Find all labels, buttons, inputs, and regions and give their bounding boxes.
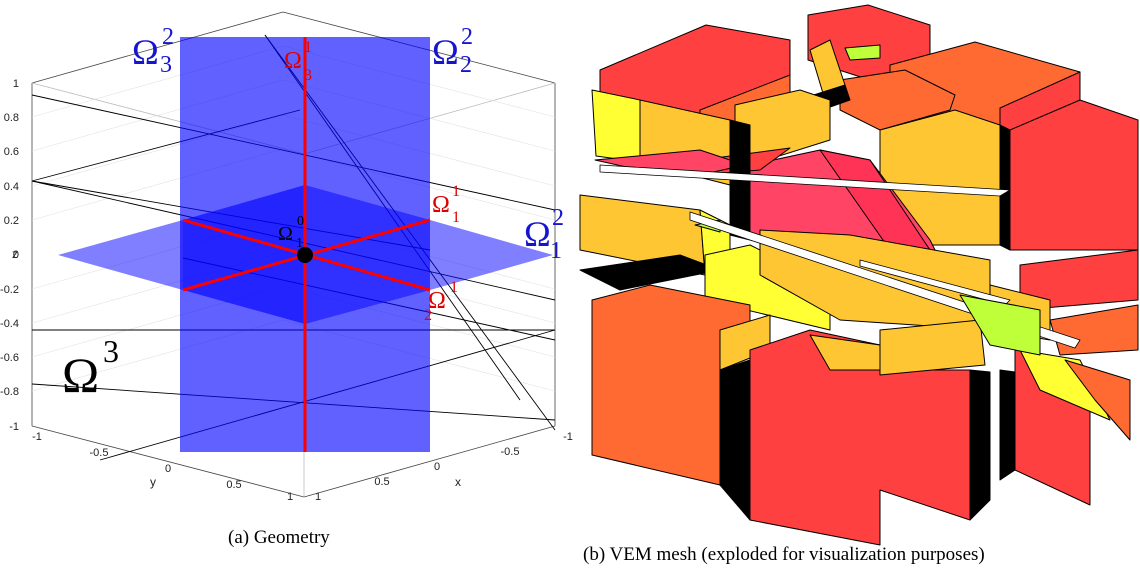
plane-vertical-diag bbox=[183, 185, 305, 324]
y-tick: -0.5 bbox=[90, 447, 109, 459]
z-tick: -0.2 bbox=[0, 284, 19, 296]
shadow-slab bbox=[999, 369, 1016, 481]
z-tick: -0.4 bbox=[0, 318, 19, 330]
omega-sup: 2 bbox=[552, 205, 564, 231]
mesh-cell bbox=[1064, 359, 1131, 441]
z-tick: -0.6 bbox=[0, 352, 19, 364]
omega1-1-label: Ω 1 1 bbox=[432, 183, 460, 226]
mesh-cell bbox=[1049, 304, 1139, 356]
z-tick: 1 bbox=[13, 78, 19, 90]
omega2-2-label: Ω 2 2 bbox=[432, 24, 473, 78]
mesh-cell bbox=[844, 44, 881, 61]
omega3-label: Ω 3 bbox=[62, 333, 119, 403]
y-tick: -1 bbox=[32, 431, 42, 443]
z-tick: 0 bbox=[13, 249, 19, 261]
mesh-cell bbox=[879, 319, 986, 376]
y-tick: 0.5 bbox=[226, 479, 241, 491]
omega1-3-label: Ω 1 3 bbox=[284, 39, 312, 84]
x-tick: -1 bbox=[563, 431, 573, 443]
omega-sup: 1 bbox=[452, 183, 460, 200]
mesh-cell bbox=[959, 294, 1041, 356]
omega-sub: 3 bbox=[304, 67, 312, 84]
omega-base: Ω bbox=[524, 214, 551, 254]
x-tick: 1 bbox=[315, 491, 321, 503]
z-tick-labels: 1 0.8 0.6 0.4 0.2 0 -0.2 -0.4 -0.6 -0.8 … bbox=[0, 78, 19, 433]
intersection-point bbox=[297, 247, 313, 263]
mesh-cell bbox=[1009, 99, 1139, 251]
mesh-cell bbox=[839, 69, 956, 131]
y-axis-label: y bbox=[150, 475, 156, 489]
omega0-1-label: Ω 0 1 bbox=[278, 214, 304, 251]
omega-sup: 1 bbox=[304, 39, 312, 56]
x-tick: -0.5 bbox=[501, 446, 520, 458]
z-tick: 0.8 bbox=[4, 112, 19, 124]
y-tick-labels: -1 -0.5 0 0.5 1 bbox=[32, 431, 293, 503]
shadow-slab bbox=[969, 369, 991, 521]
shadow-slab bbox=[719, 359, 751, 521]
z-tick: -0.8 bbox=[0, 386, 19, 398]
x-tick: 0.5 bbox=[374, 476, 389, 488]
omega2-1-label: Ω 2 1 bbox=[524, 205, 564, 264]
shadow-slab bbox=[999, 124, 1011, 251]
z-tick: 0.2 bbox=[4, 215, 19, 227]
z-tick: -1 bbox=[9, 421, 19, 433]
x-axis-label: x bbox=[455, 475, 461, 489]
omega-sup: 0 bbox=[297, 214, 304, 229]
omega-sup: 2 bbox=[461, 24, 473, 50]
omega-base: Ω bbox=[132, 32, 159, 72]
z-axis-label: z bbox=[12, 247, 18, 261]
fracture-slit bbox=[599, 164, 1011, 197]
vem-mesh bbox=[579, 4, 1139, 546]
omega-sub: 2 bbox=[460, 52, 472, 78]
mesh-cell bbox=[1019, 349, 1111, 421]
omega-base: Ω bbox=[278, 223, 293, 245]
omega-sub: 1 bbox=[296, 236, 303, 251]
omega-base: Ω bbox=[62, 347, 99, 403]
caption-vem-mesh: (b) VEM mesh (exploded for visualization… bbox=[583, 544, 985, 565]
omega-base: Ω bbox=[428, 288, 446, 314]
omega-sub: 1 bbox=[550, 238, 562, 264]
y-tick: 0 bbox=[165, 463, 171, 475]
x-tick: 0 bbox=[434, 461, 440, 473]
omega-sup: 3 bbox=[103, 333, 119, 369]
y-tick: 1 bbox=[287, 491, 293, 503]
z-tick: 0.6 bbox=[4, 146, 19, 158]
mesh-cell bbox=[591, 89, 641, 163]
omega-sub: 2 bbox=[424, 307, 432, 324]
omega1-2-label: Ω 1 2 bbox=[424, 279, 458, 324]
omega-sup: 1 bbox=[450, 279, 458, 296]
geometry-plot: 1 0.8 0.6 0.4 0.2 0 -0.2 -0.4 -0.6 -0.8 … bbox=[0, 11, 573, 503]
caption-geometry: (a) Geometry bbox=[228, 527, 330, 548]
omega-base: Ω bbox=[432, 192, 450, 218]
omega-base: Ω bbox=[432, 32, 459, 72]
omega-sup: 2 bbox=[162, 24, 174, 50]
omega-sub: 1 bbox=[452, 209, 460, 226]
x-tick-labels: 1 0.5 0 -0.5 -1 bbox=[315, 431, 573, 503]
z-tick: 0.4 bbox=[4, 181, 19, 193]
omega-base: Ω bbox=[284, 48, 302, 74]
omega2-3-label: Ω 2 3 bbox=[132, 24, 174, 78]
omega-sub: 3 bbox=[160, 52, 172, 78]
